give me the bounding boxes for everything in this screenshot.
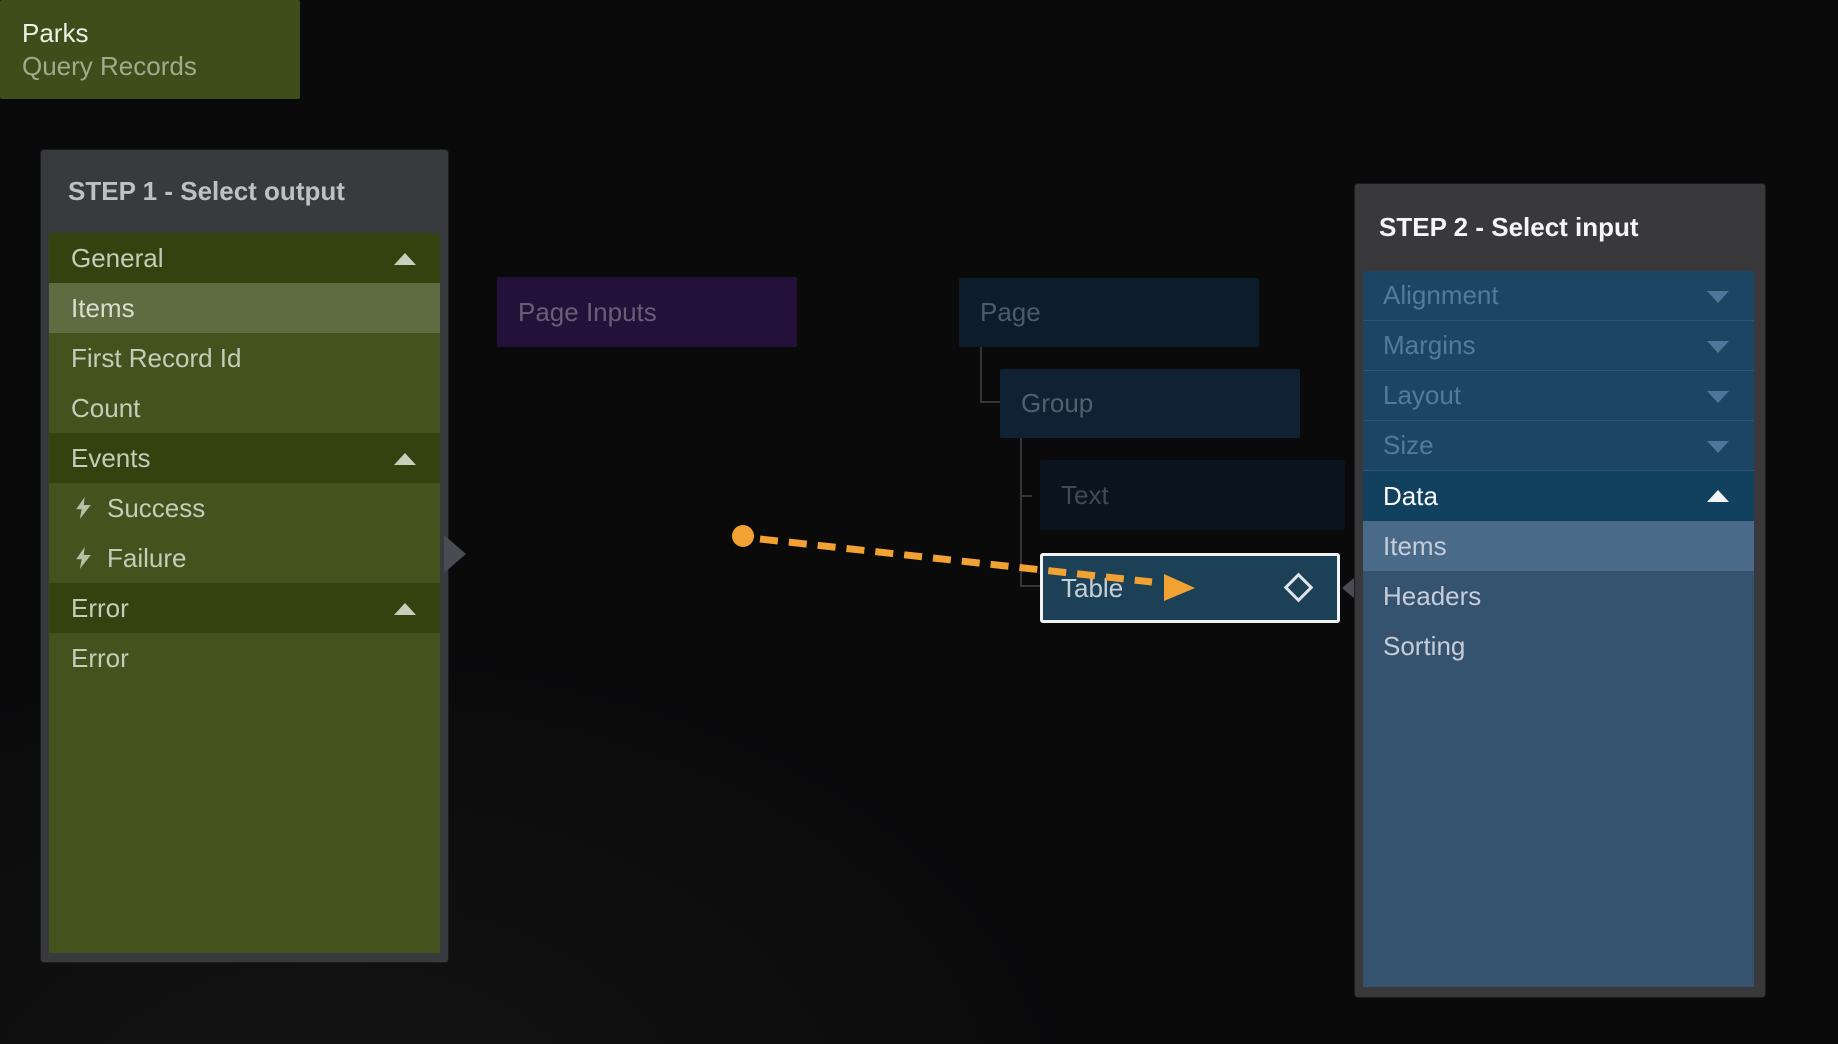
caret-up-icon <box>394 453 416 465</box>
output-section-events[interactable]: Events <box>49 433 440 483</box>
node-group[interactable]: Group <box>1000 369 1300 438</box>
output-item-label: Error <box>71 642 129 673</box>
output-item-count[interactable]: Count <box>49 383 440 433</box>
input-item-sorting[interactable]: Sorting <box>1363 621 1754 671</box>
tree-connector-line <box>1020 438 1022 587</box>
connection-start-dot <box>732 525 754 547</box>
tree-connector-line <box>980 347 982 403</box>
output-event-label: Success <box>107 492 206 523</box>
output-event-success[interactable]: Success <box>49 483 440 533</box>
node-label: Page Inputs <box>518 296 657 327</box>
output-section-label: Error <box>71 592 129 623</box>
output-item-label: First Record Id <box>71 342 242 373</box>
step1-output-list: General Items First Record Id Count Even… <box>49 233 440 953</box>
input-section-label: Layout <box>1383 380 1462 410</box>
input-item-items[interactable]: Items <box>1363 521 1754 571</box>
caret-down-icon <box>1707 440 1729 453</box>
input-item-label: Items <box>1383 530 1447 561</box>
diamond-icon <box>1283 572 1314 603</box>
caret-down-icon <box>1707 390 1729 403</box>
input-section-label: Alignment <box>1383 280 1499 310</box>
node-table-selected[interactable]: Table <box>1040 553 1340 623</box>
caret-down-icon <box>1707 340 1729 353</box>
input-item-label: Sorting <box>1383 630 1466 661</box>
step1-pointer-icon <box>444 535 466 573</box>
bolt-icon <box>76 547 91 569</box>
output-event-failure[interactable]: Failure <box>49 533 440 583</box>
node-title: Parks <box>22 17 89 48</box>
input-section-data[interactable]: Data <box>1363 471 1754 521</box>
node-label: Table <box>1061 572 1124 603</box>
node-subtitle: Query Records <box>22 50 197 81</box>
node-parks-query-records[interactable]: Parks Query Records <box>0 0 300 99</box>
output-section-general[interactable]: General <box>49 233 440 283</box>
node-label: Page <box>980 297 1041 327</box>
caret-up-icon <box>394 603 416 615</box>
input-section-alignment[interactable]: Alignment <box>1363 271 1754 321</box>
input-section-label: Margins <box>1383 330 1476 360</box>
output-item-label: Items <box>71 292 135 323</box>
step2-panel-title: STEP 2 - Select input <box>1379 212 1639 242</box>
caret-down-icon <box>1707 290 1729 303</box>
output-section-label: Events <box>71 442 151 473</box>
output-item-error[interactable]: Error <box>49 633 440 683</box>
input-section-label: Data <box>1383 480 1438 511</box>
node-page-inputs[interactable]: Page Inputs <box>497 277 797 347</box>
output-item-items[interactable]: Items <box>49 283 440 333</box>
bolt-icon <box>76 497 91 519</box>
tree-connector-line <box>1020 585 1040 587</box>
input-section-margins[interactable]: Margins <box>1363 321 1754 371</box>
node-label: Group <box>1021 388 1094 418</box>
input-section-layout[interactable]: Layout <box>1363 371 1754 421</box>
input-section-label: Size <box>1383 430 1434 460</box>
output-section-label: General <box>71 242 164 273</box>
input-section-size[interactable]: Size <box>1363 421 1754 471</box>
input-item-label: Headers <box>1383 580 1482 611</box>
node-text[interactable]: Text <box>1040 460 1345 530</box>
caret-up-icon <box>1707 490 1729 502</box>
caret-up-icon <box>394 253 416 265</box>
node-label: Text <box>1061 479 1109 510</box>
output-event-label: Failure <box>107 542 187 573</box>
input-item-headers[interactable]: Headers <box>1363 571 1754 621</box>
output-section-error[interactable]: Error <box>49 583 440 633</box>
step2-input-list: Alignment Margins Layout Size Data Items <box>1363 271 1754 987</box>
output-item-first-record-id[interactable]: First Record Id <box>49 333 440 383</box>
tree-connector-line <box>1020 495 1032 497</box>
output-item-label: Count <box>71 392 141 423</box>
step2-input-panel: STEP 2 - Select input Alignment Margins … <box>1355 184 1765 997</box>
node-page[interactable]: Page <box>959 278 1259 347</box>
tree-connector-line <box>980 401 1000 403</box>
step1-panel-title: STEP 1 - Select output <box>68 176 345 206</box>
step1-output-panel: STEP 1 - Select output General Items Fir… <box>41 150 448 962</box>
